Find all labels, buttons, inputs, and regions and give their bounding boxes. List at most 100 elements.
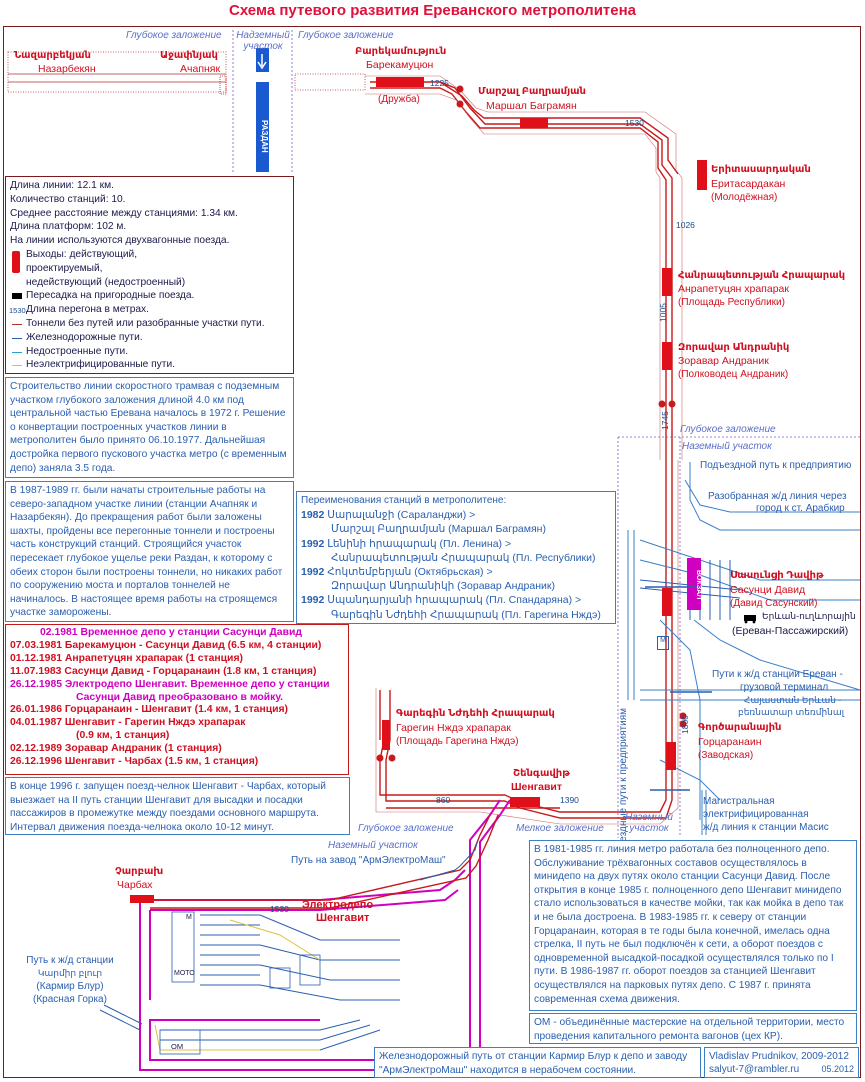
history-entry: 02.1981 Временное депо у станции Сасунци… <box>40 627 302 638</box>
platform-eritasardakan <box>697 160 707 190</box>
history-entry: 04.01.1987 Шенгавит - Гарегин Нждэ храпа… <box>10 717 246 729</box>
platform-achapnyak <box>219 75 227 95</box>
zone-overground: Надземный участок <box>236 30 290 52</box>
tram-history-box: Строительство линии скоростного трамвая … <box>5 377 294 478</box>
length-1390: 1390 <box>560 795 579 805</box>
depot-history-box: В 1981-1985 гг. линия метро работала без… <box>529 840 857 1011</box>
station-gortsaranain-ru: Горцаранаин <box>698 736 762 748</box>
note-zavod: Путь на завод "АрмЭлектроМаш" <box>291 855 446 866</box>
legend-unfinished: Недостроенные пути. <box>10 345 289 359</box>
note-cargo-2: грузовой терминал <box>740 682 829 693</box>
history-entry: 26.01.1986 Горцаранаин - Шенгавит (1.4 к… <box>10 704 289 716</box>
note-cargo-3: Հայաստան Երևան - <box>744 695 842 705</box>
info-platform-length: Длина платформ: 102 м. <box>10 221 127 233</box>
length-1800: 1800 <box>680 715 690 734</box>
shuttle-track <box>150 814 499 909</box>
station-andranik-old: (Полководец Андраник) <box>678 369 789 380</box>
legend-exits-3: недействующий (недостроенный) <box>26 276 186 288</box>
legend-tunnels: Тоннели без путей или разобранные участк… <box>10 317 289 331</box>
station-nazarbekyan-arm: Նազարբեկյան <box>14 50 91 61</box>
platform-shengavit <box>510 797 540 807</box>
tunnel-outlines <box>365 75 683 825</box>
station-sasuntsi-arm: Սասունցի Դավիթ <box>730 570 824 581</box>
station-andranik-ru: Зоравар Андраник <box>678 355 769 367</box>
station-eritasardakan-old: (Молодёжная) <box>711 192 778 203</box>
platform-charbakh <box>130 895 154 903</box>
length-1026: 1026 <box>676 220 695 230</box>
legend-transfer: Пересадка на пригородные поезда. <box>10 289 289 303</box>
station-nzhdeh-arm: Գարեգին Նժդեհի Հրապարակ <box>396 708 555 719</box>
depot-label-line1: Электродепо <box>302 899 374 911</box>
station-sasuntsi-old: (Давид Сасунский) <box>730 598 818 609</box>
history-entry: Сасунци Давид преобразовано в мойку. <box>76 691 284 703</box>
history-entry: 11.07.1983 Сасунци Давид - Горцаранаин (… <box>10 665 317 677</box>
exit-markers <box>376 85 687 762</box>
length-1005: 1005 <box>658 303 668 322</box>
zone-deep-left: Глубокое заложение <box>126 30 222 41</box>
history-entry: 01.12.1981 Анрапетуцян храпарак (1 станц… <box>10 652 243 664</box>
station-shengavit-arm: Շենգավիթ <box>513 768 570 779</box>
rename-row-0: 1982 Սարալանջի (Сараланджи) > <box>301 509 476 522</box>
om-note-box: ОМ - объединённые мастерские на отдельно… <box>529 1013 857 1044</box>
legend-nonelectric: Неэлектрифицированные пути. <box>10 358 289 372</box>
legend-length: 1530 Длина перегона в метрах. <box>9 303 289 317</box>
depot-om-label: ОМ <box>171 1042 184 1051</box>
rename-row-0-b: Մարշալ Բաղրամյան (Маршал Баграмян) <box>331 523 546 536</box>
station-nzhdeh-ru: Гарегин Нждэ храпарак <box>396 722 511 734</box>
station-barekamutyun-arm: Բարեկամություն <box>355 46 447 57</box>
length-1745: 1745 <box>660 411 670 430</box>
station-bagramyan-arm: Մարշալ Բաղրամյան <box>478 86 586 97</box>
opening-history-box: 02.1981 Временное депо у станции Сасунци… <box>5 624 349 775</box>
nonelectric-swatch <box>12 365 22 367</box>
rail-swatch <box>12 337 22 339</box>
legend-exits-1: Выходы: действующий, <box>26 248 138 260</box>
unfinished-tunnels <box>7 51 366 93</box>
station-gortsaranain-arm: Գործարանային <box>698 722 782 733</box>
vokzal-building <box>687 558 701 610</box>
length-labels: 1225 1530 1026 1005 1745 1800 860 1390 1… <box>270 78 695 914</box>
legend-rail: Железнодорожные пути. <box>10 331 289 345</box>
note-rail-line-1: Разобранная ж/д линия через <box>708 491 847 502</box>
rail-sleepers <box>639 560 741 620</box>
station-hanrapetutyun-old: (Площадь Республики) <box>678 297 785 308</box>
length-1530-main: 1530 <box>625 118 644 128</box>
karmir-track <box>99 839 479 1031</box>
spacer <box>352 776 360 780</box>
history-entry: (0.9 км, 1 станция) <box>76 730 170 742</box>
platform-hanrapetutyun <box>662 268 672 296</box>
station-andranik-arm: Զորավար Անդրանիկ <box>678 342 790 353</box>
station-yerevan-pass-ru: (Ереван-Пассажирский) <box>732 625 849 637</box>
info-train-type: На линии используются двухвагонные поезд… <box>10 235 230 247</box>
opening-history-list: 02.1981 Временное депо у станции Сасунци… <box>10 627 344 769</box>
zone-ground-depot: Наземный участок <box>328 840 418 851</box>
platform-gortsaranain <box>666 742 676 770</box>
station-barekamutyun-old: (Дружба) <box>378 94 420 105</box>
rename-row-1-b: Հանրապետության Հրապարակ (Пл. Республики) <box>331 551 596 564</box>
length-1530-depot: 1530 <box>270 904 289 914</box>
note-masis-1: Магистральная <box>703 796 775 807</box>
history-entry: 26.12.1996 Шенгавит - Чарбах (1.5 км, 1 … <box>10 756 259 768</box>
note-karmir-2: Կարմիր բլուր <box>37 968 103 978</box>
credits-box: Vladislav Prudnikov, 2009-2012 salyut-7@… <box>704 1047 859 1078</box>
down-arrow-icon <box>257 54 267 70</box>
legend-box: Длина линии: 12.1 км. Количество станций… <box>5 176 294 374</box>
note-karmir-3: (Кармир Блур) <box>36 981 104 992</box>
renames-header: Переименования станций в метрополитене: <box>301 495 507 506</box>
length-sample: 1530 <box>9 306 26 316</box>
note-masis-3: ж/д линия к станции Масис <box>703 822 829 833</box>
northwest-section-box: В 1987-1989 гг. были начаты строительные… <box>5 481 294 622</box>
station-charbakh-ru: Чарбах <box>117 879 153 891</box>
station-platforms <box>130 75 707 903</box>
rename-row-1: 1992 Լենինի հրապարակ (Пл. Ленина) > <box>301 537 512 550</box>
platform-nzhdeh <box>382 720 390 750</box>
legend-exits-2: проектируемый, <box>26 262 103 274</box>
station-achapnyak-arm: Աջափնյակ <box>160 50 218 61</box>
unfinished-swatch <box>12 351 22 353</box>
history-entry: 07.03.1981 Барекамуцюн - Сасунци Давид (… <box>10 639 322 651</box>
depot-moto-label: МОТО <box>174 970 195 977</box>
station-sasuntsi-ru: Сасунци Давид <box>730 584 806 596</box>
station-shengavit-ru: Шенгавит <box>511 781 562 793</box>
station-barekamutyun-ru: Барекамуцюн <box>366 59 434 71</box>
